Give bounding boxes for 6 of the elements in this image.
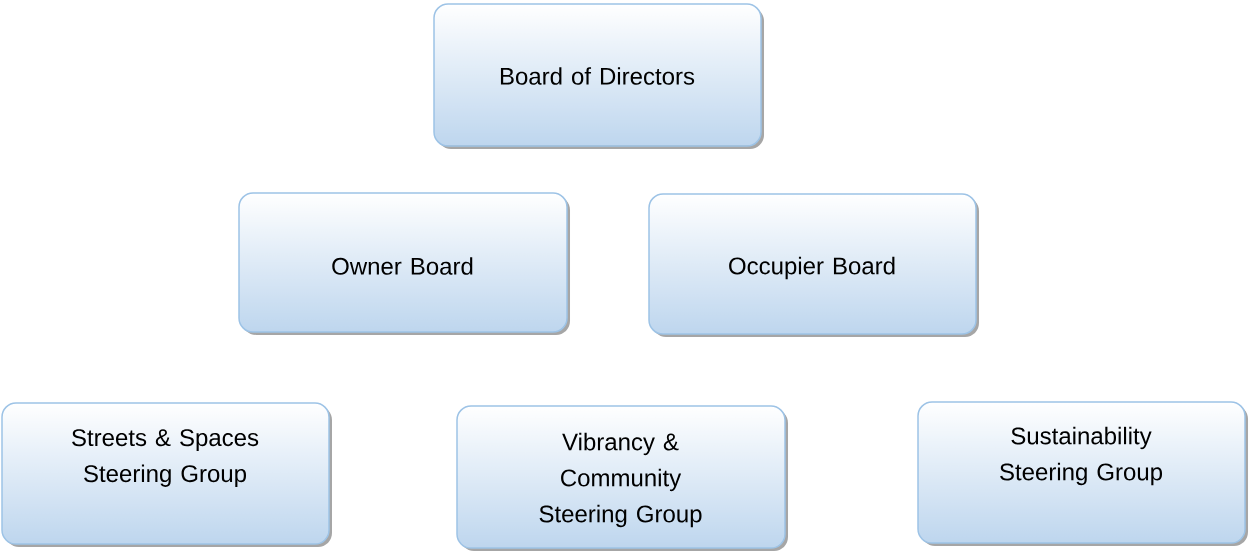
org-box: Streets & Spaces Steering Group [1, 402, 332, 547]
org-box: Occupier Board [648, 193, 979, 337]
org-box: Vibrancy & Community Steering Group [456, 405, 788, 551]
org-box: Board of Directors [433, 3, 764, 149]
org-box: Owner Board [238, 192, 570, 335]
org-box: Sustainability Steering Group [917, 401, 1248, 546]
